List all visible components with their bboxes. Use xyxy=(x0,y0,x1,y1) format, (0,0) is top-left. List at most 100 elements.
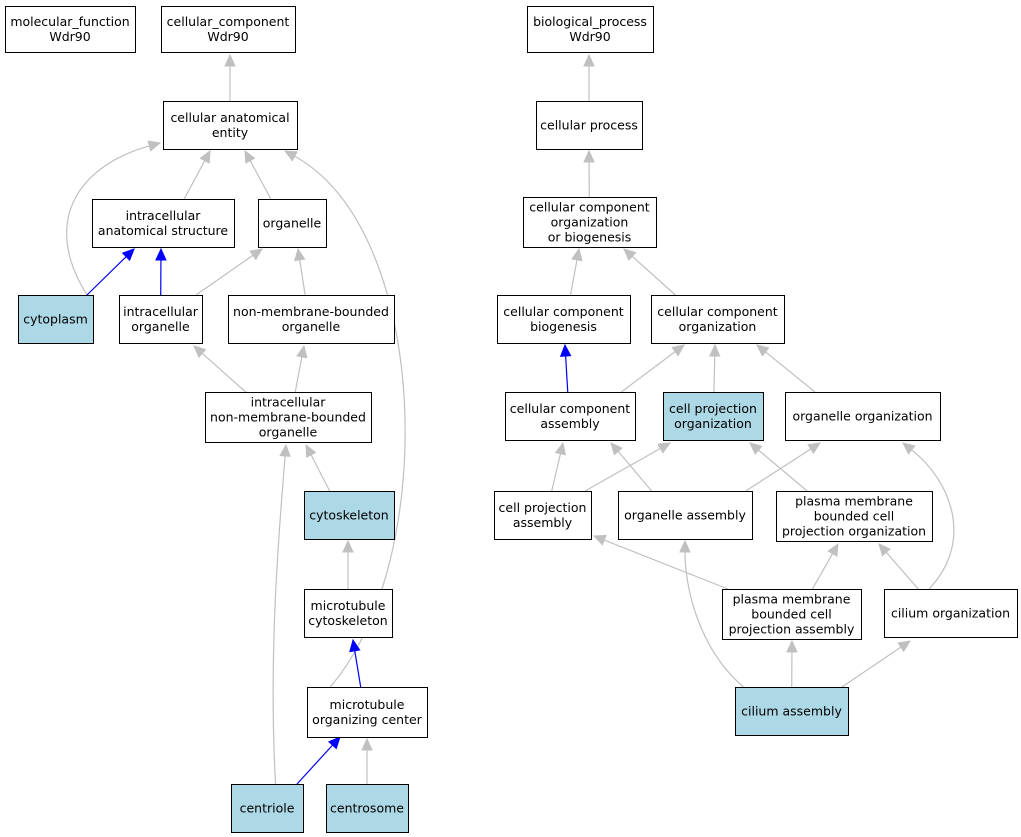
node-label-line: or biogenesis xyxy=(548,230,632,245)
arrowhead xyxy=(878,543,891,557)
go-term-node-cyto[interactable]: cytoplasm xyxy=(18,295,94,344)
go-term-node-cila[interactable]: cilium assembly xyxy=(735,687,849,736)
node-box[interactable] xyxy=(722,589,862,640)
node-box[interactable] xyxy=(536,101,643,150)
node-box[interactable] xyxy=(663,392,764,441)
node-label-line: organelle xyxy=(259,425,318,440)
node-box[interactable] xyxy=(18,295,94,344)
node-box[interactable] xyxy=(884,589,1018,638)
node-box[interactable] xyxy=(505,392,636,441)
node-box[interactable] xyxy=(326,784,409,833)
edge-line xyxy=(841,646,902,688)
node-label-line: organization xyxy=(679,319,757,334)
node-label-line: cellular component xyxy=(510,401,630,416)
go-term-node-inmbo[interactable]: intracellularnon-membrane-boundedorganel… xyxy=(205,392,372,443)
node-label-line: cellular process xyxy=(540,118,638,133)
node-box[interactable] xyxy=(92,199,235,248)
go-term-node-oa[interactable]: organelle assembly xyxy=(618,491,753,540)
node-label-line: molecular_function xyxy=(10,14,129,29)
go-term-node-csome[interactable]: centrosome xyxy=(326,784,409,833)
node-label-line: cilium organization xyxy=(891,606,1010,621)
node-label-line: organization xyxy=(551,215,629,230)
node-box[interactable] xyxy=(258,199,327,248)
arrowhead xyxy=(902,442,916,455)
node-label-line: non-membrane-bounded xyxy=(210,410,366,425)
node-label-line: centrosome xyxy=(330,801,404,816)
edge-line xyxy=(617,451,653,492)
node-box[interactable] xyxy=(494,491,592,540)
node-box[interactable] xyxy=(161,6,296,53)
node-box[interactable] xyxy=(304,589,393,638)
node-box[interactable] xyxy=(735,687,849,736)
edge-io-to-ias xyxy=(155,247,167,296)
node-box[interactable] xyxy=(231,784,304,833)
arrowhead xyxy=(897,640,912,653)
node-box[interactable] xyxy=(307,687,428,738)
edge-line xyxy=(765,351,816,393)
node-box[interactable] xyxy=(618,491,753,540)
go-term-node-oo[interactable]: organelle organization xyxy=(785,392,941,441)
go-term-node-cent[interactable]: centriole xyxy=(231,784,304,833)
edge-cae-to-cc_root xyxy=(224,53,236,101)
edge-ias-to-cae xyxy=(183,149,211,200)
node-box[interactable] xyxy=(497,295,631,344)
node-box[interactable] xyxy=(785,392,941,441)
node-box[interactable] xyxy=(527,6,654,53)
go-term-node-cp[interactable]: cellular process xyxy=(536,101,643,150)
edge-line xyxy=(249,160,272,200)
node-box[interactable] xyxy=(119,295,203,344)
edge-line xyxy=(885,551,919,590)
edge-line xyxy=(620,351,676,393)
node-box[interactable] xyxy=(651,295,785,344)
node-label-line: cell projection xyxy=(669,401,757,416)
node-box[interactable] xyxy=(523,197,657,248)
edge-cyto-to-cae xyxy=(66,140,162,296)
node-label-line: cilium assembly xyxy=(741,704,842,719)
go-term-node-org[interactable]: organelle xyxy=(258,199,327,248)
node-box[interactable] xyxy=(163,101,298,150)
go-term-node-cysk[interactable]: cytoskeleton xyxy=(304,491,395,540)
node-label-line: cellular component xyxy=(657,304,777,319)
edge-line xyxy=(195,254,254,296)
node-box[interactable] xyxy=(776,491,933,542)
node-label-line: assembly xyxy=(540,416,600,431)
node-box[interactable] xyxy=(228,295,395,344)
node-label-line: organelle xyxy=(263,216,322,231)
arrowhead xyxy=(583,149,595,163)
go-term-node-cilo[interactable]: cilium organization xyxy=(884,589,1018,638)
node-box[interactable] xyxy=(5,6,136,53)
node-box[interactable] xyxy=(304,491,395,540)
arrowhead xyxy=(657,442,672,454)
arrowhead xyxy=(592,534,607,546)
edge-cila-to-cilo xyxy=(841,640,912,688)
node-label-line: anatomical structure xyxy=(98,223,228,238)
edge-cilo-to-oo xyxy=(902,442,955,590)
arrowhead xyxy=(296,344,308,359)
arrowhead xyxy=(283,150,298,162)
node-box[interactable] xyxy=(205,392,372,443)
edge-nmbo-to-org xyxy=(294,247,306,296)
arrowhead xyxy=(559,343,572,357)
arrowhead xyxy=(361,737,373,751)
arrowhead xyxy=(121,248,135,262)
edge-cysk-to-inmbo xyxy=(305,443,331,492)
edge-io-to-org xyxy=(195,248,263,296)
